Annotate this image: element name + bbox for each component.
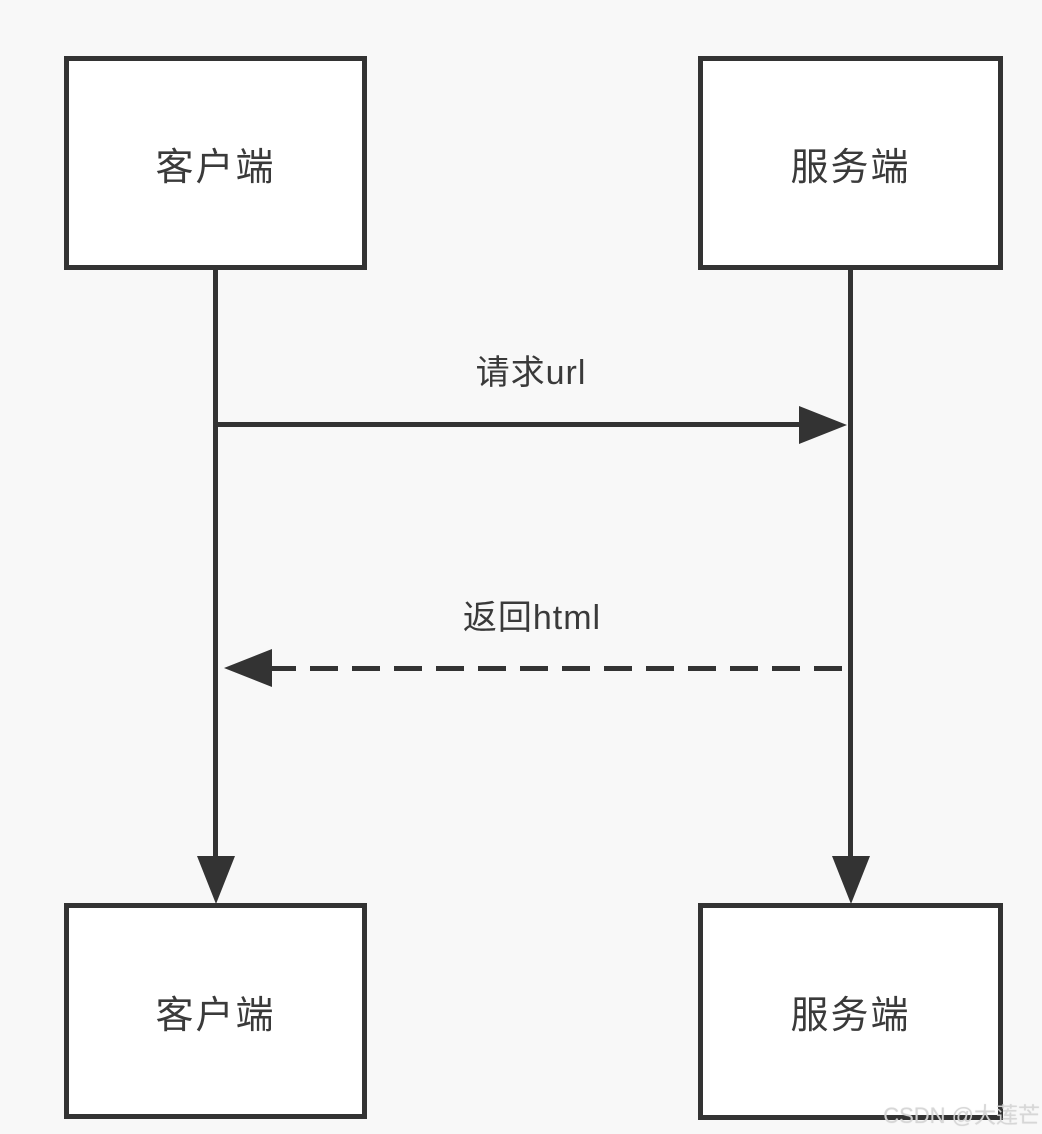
response-arrowhead-icon [224, 649, 272, 687]
client-lifeline-arrowhead-icon [197, 856, 235, 904]
node-client-bottom-label: 客户端 [155, 994, 276, 1037]
node-server-bottom: 服务端 [698, 903, 1003, 1120]
csdn-watermark: CSDN @大莲芒 [883, 1103, 1040, 1128]
node-client-top-label: 客户端 [155, 146, 276, 189]
node-server-top-label: 服务端 [790, 146, 911, 189]
request-arrowhead-icon [799, 406, 847, 444]
node-server-top: 服务端 [698, 56, 1003, 270]
client-lifeline [213, 268, 218, 858]
node-client-bottom: 客户端 [64, 903, 367, 1119]
request-arrow-line [215, 422, 800, 427]
response-arrow-dashed-line [268, 666, 850, 671]
response-message-label: 返回html [462, 599, 602, 637]
request-message-label: 请求url [475, 354, 587, 392]
server-lifeline [848, 268, 853, 858]
node-server-bottom-label: 服务端 [790, 995, 911, 1037]
node-client-top: 客户端 [64, 56, 367, 270]
server-lifeline-arrowhead-icon [832, 856, 870, 904]
